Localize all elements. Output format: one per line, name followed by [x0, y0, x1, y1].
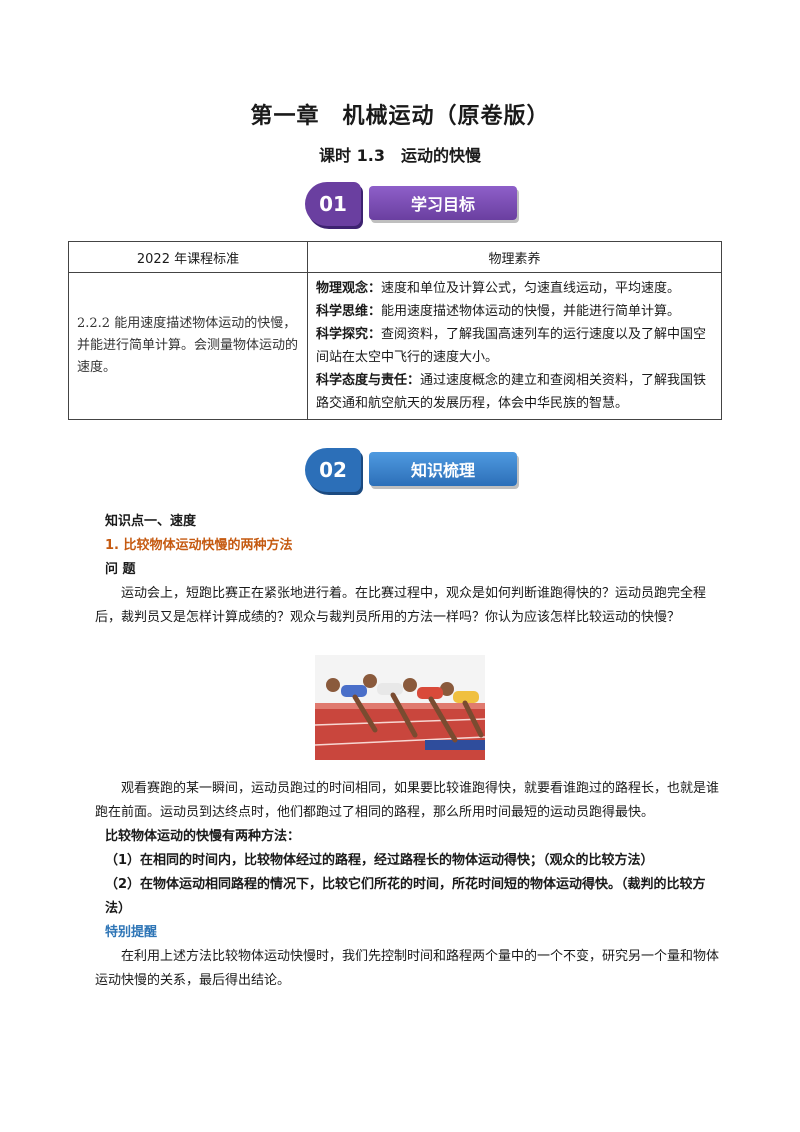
literacy-text: 能用速度描述物体运动的快慢，并能进行简单计算。	[381, 304, 681, 319]
knowledge-intro: 知识点一、速度 1. 比较物体运动快慢的两种方法 问 题 运动会上，短跑比赛正在…	[95, 510, 725, 630]
page-title: 第一章 机械运动（原卷版）	[250, 104, 550, 129]
literacy-item: 物理观念：速度和单位及计算公式，匀速直线运动，平均速度。	[316, 277, 713, 300]
literacy-item: 科学探究：查阅资料，了解我国高速列车的运行速度以及了解中国空间站在太空中飞行的速…	[316, 323, 713, 369]
standards-table: 2022 年课程标准 物理素养 2.2.2 能用速度描述物体运动的快慢，并能进行…	[68, 241, 722, 420]
literacy-item: 科学思维：能用速度描述物体运动的快慢，并能进行简单计算。	[316, 300, 713, 323]
table-header-literacy: 物理素养	[307, 241, 722, 273]
literacy-text: 查阅资料，了解我国高速列车的运行速度以及了解中国空间站在太空中飞行的速度大小。	[316, 327, 707, 365]
literacy-label: 科学态度与责任：	[316, 373, 421, 388]
section-banner-objectives: 01 学习目标	[305, 182, 525, 226]
sprinters-image	[315, 655, 485, 760]
method-2: （2）在物体运动相同路程的情况下，比较它们所花的时间，所花时间短的物体运动得快。…	[105, 877, 706, 916]
section-number-badge: 01	[305, 182, 361, 226]
table-header-standard: 2022 年课程标准	[68, 241, 308, 273]
knowledge-body: 观看赛跑的某一瞬间，运动员跑过的时间相同，如果要比较谁跑得快，就要看谁跑过的路程…	[95, 777, 725, 993]
literacy-label: 科学探究：	[316, 327, 382, 342]
methods-intro: 比较物体运动的快慢有两种方法：	[105, 829, 301, 844]
question-text: 运动会上，短跑比赛正在紧张地进行着。在比赛过程中，观众是如何判断谁跑得快的？运动…	[95, 586, 707, 625]
section-number-badge: 02	[305, 448, 361, 492]
knowledge-point-heading: 知识点一、速度	[105, 514, 197, 529]
lesson-subtitle: 课时 1.3 运动的快慢	[319, 146, 481, 165]
literacy-text: 速度和单位及计算公式，匀速直线运动，平均速度。	[381, 281, 681, 296]
reminder-text: 在利用上述方法比较物体运动快慢时，我们先控制时间和路程两个量中的一个不变，研究另…	[95, 949, 720, 988]
section-label: 学习目标	[369, 186, 517, 220]
special-reminder-label: 特别提醒	[105, 925, 158, 940]
subheading: 1. 比较物体运动快慢的两种方法	[105, 538, 293, 553]
literacy-item: 科学态度与责任：通过速度概念的建立和查阅相关资料，了解我国铁路交通和航空航天的发…	[316, 369, 713, 415]
method-1: （1）在相同的时间内，比较物体经过的路程，经过路程长的物体运动得快；（观众的比较…	[105, 853, 654, 868]
literacy-label: 物理观念：	[316, 281, 382, 296]
standard-cell: 2.2.2 能用速度描述物体运动的快慢，并能进行简单计算。会测量物体运动的速度。	[68, 272, 308, 420]
literacy-cell: 物理观念：速度和单位及计算公式，匀速直线运动，平均速度。 科学思维：能用速度描述…	[307, 272, 722, 420]
literacy-text: 通过速度概念的建立和查阅相关资料，了解我国铁路交通和航空航天的发展历程，体会中华…	[316, 373, 707, 411]
observe-text: 观看赛跑的某一瞬间，运动员跑过的时间相同，如果要比较谁跑得快，就要看谁跑过的路程…	[95, 781, 720, 820]
section-label: 知识梳理	[369, 452, 517, 486]
question-label: 问 题	[105, 562, 136, 577]
sprint-race-photo	[315, 655, 485, 760]
literacy-label: 科学思维：	[316, 304, 382, 319]
section-banner-knowledge: 02 知识梳理	[305, 448, 525, 492]
